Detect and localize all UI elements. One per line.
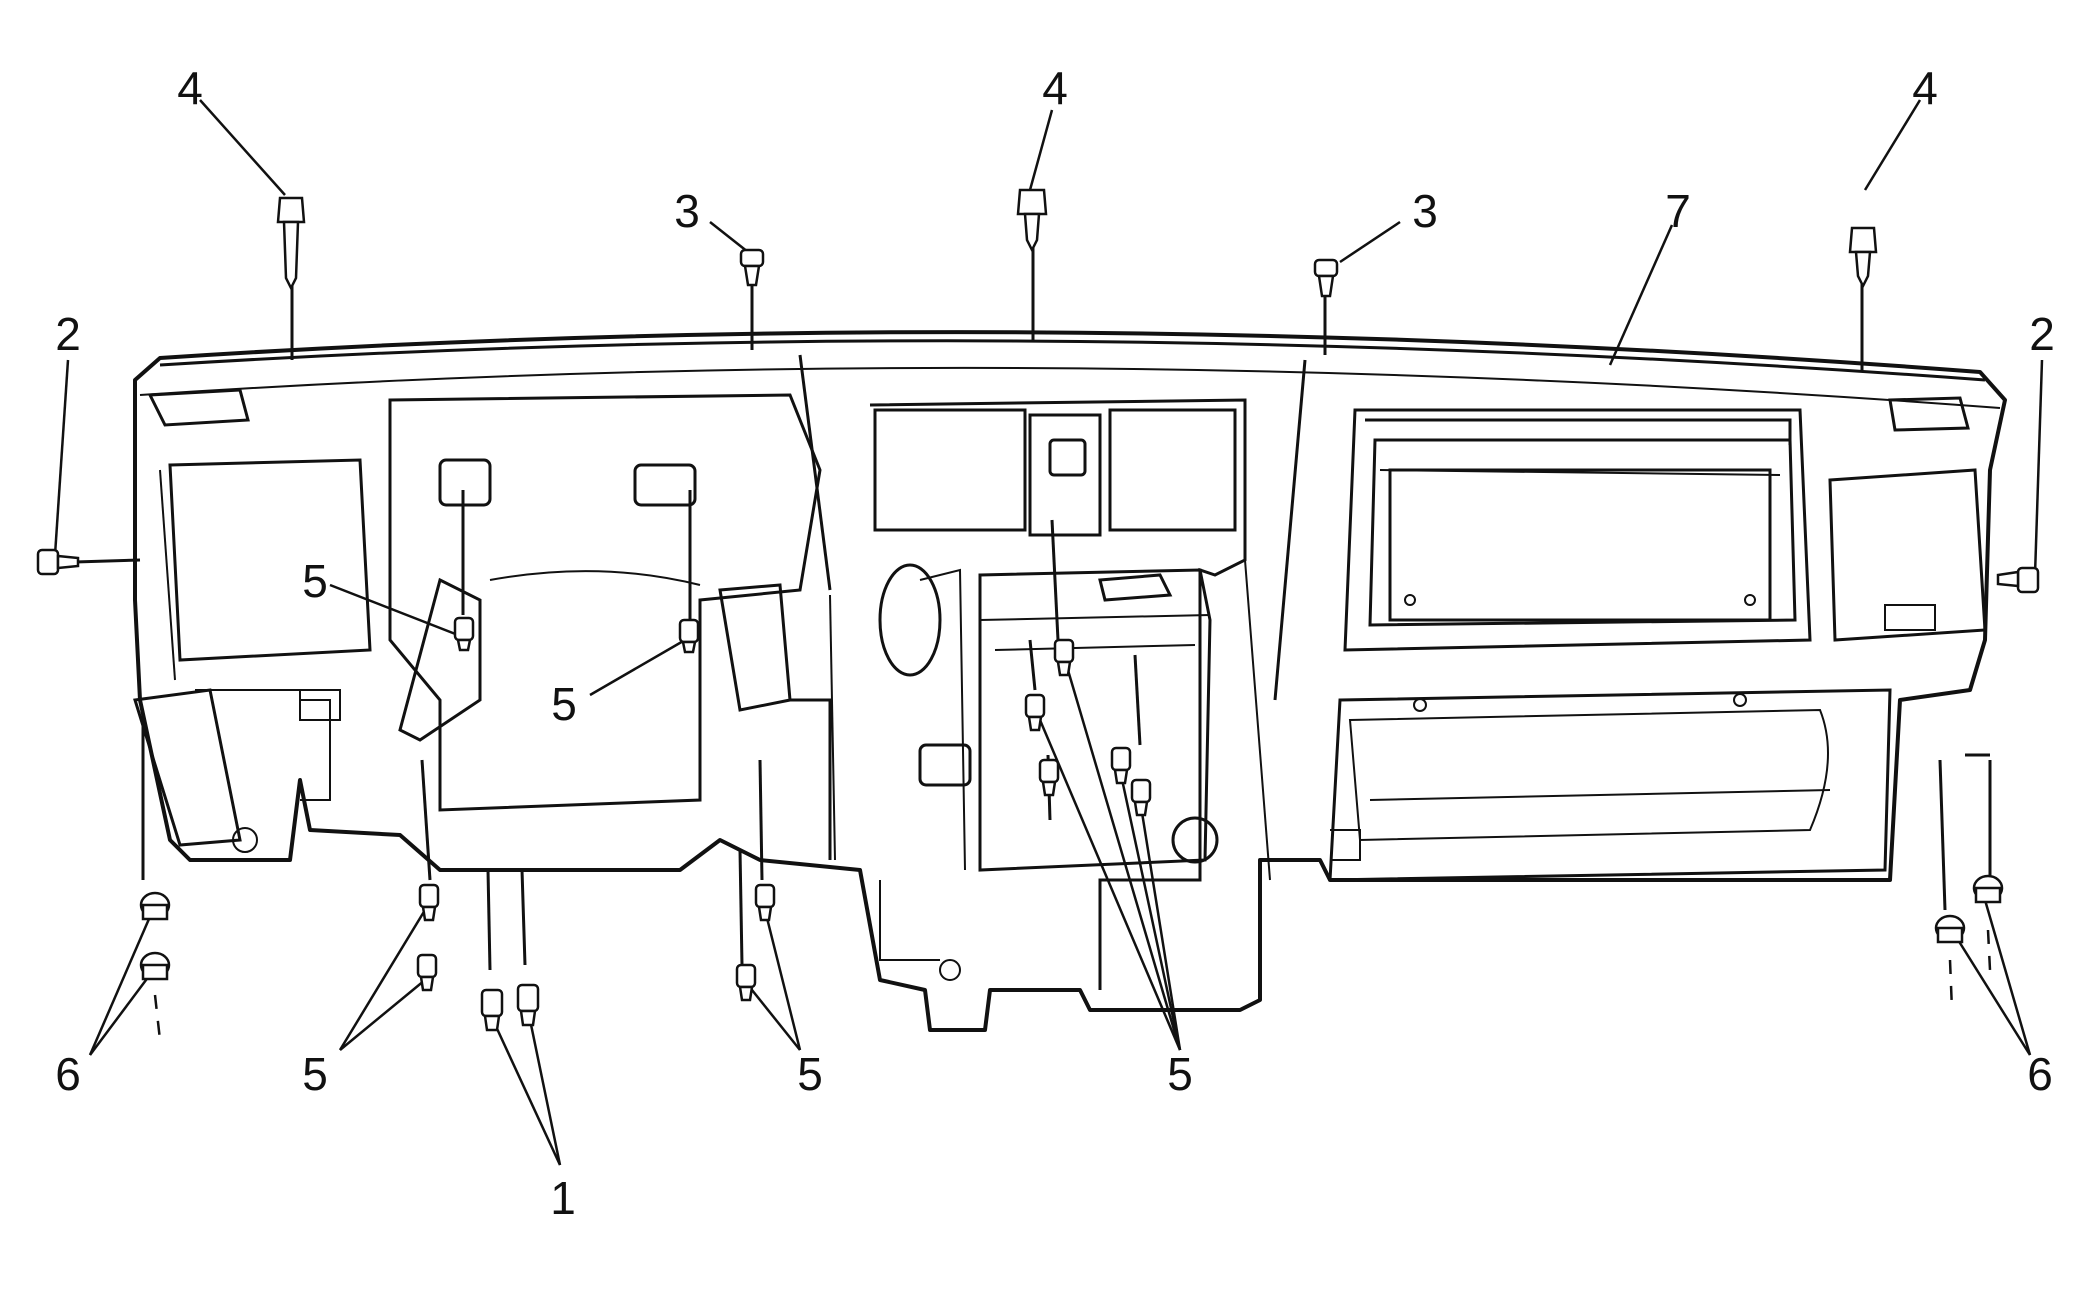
callout-7: 7 [1665,185,1691,237]
screw-5-d [416,953,438,992]
screw-5-j [1130,778,1152,817]
screw-5-a [453,616,475,652]
bolt-2-right [1996,566,2040,594]
nut-6-left-a [139,891,171,921]
bolt-4-center [1016,188,1048,253]
callout-2-left: 2 [55,308,81,360]
nut-6-right-b [1972,874,2004,904]
screw-5-c [418,883,440,922]
callout-5-upper-left: 5 [302,555,328,607]
callout-6-right: 6 [2027,1048,2053,1100]
callout-3-right: 3 [1412,185,1438,237]
callout-5-upper-center: 5 [551,678,577,730]
callout-labels: 4 4 4 3 3 7 2 2 5 5 6 5 5 5 6 1 [55,62,2055,1224]
screw-5-g [1053,638,1075,677]
callout-5-lower-left: 5 [302,1048,328,1100]
callout-5-lower-center: 5 [797,1048,823,1100]
callout-4-right: 4 [1912,62,1938,114]
callout-5-lower-right: 5 [1167,1048,1193,1100]
bolt-1-a [480,988,504,1032]
fasteners [36,188,2040,1032]
callout-4-center: 4 [1042,62,1068,114]
bolt-4-right [1848,226,1878,289]
leader-lines [53,99,2044,1166]
bolt-4-left [276,196,306,291]
screw-5-f [735,963,757,1002]
screw-3-left [739,248,765,287]
callout-6-left: 6 [55,1048,81,1100]
screw-5-i [1110,746,1132,785]
bolt-2-left [36,548,80,576]
screw-5-k [1038,758,1060,797]
nut-6-left-b [139,951,171,981]
callout-2-right: 2 [2029,308,2055,360]
screw-5-b [678,618,700,654]
screw-5-h [1024,693,1046,732]
callout-3-left: 3 [674,185,700,237]
callout-4-left: 4 [177,62,203,114]
screw-5-e [754,883,776,922]
screw-3-right [1313,258,1339,298]
nut-6-right-a [1934,914,1966,944]
bolt-1-b [516,983,540,1027]
callout-1: 1 [550,1172,576,1224]
